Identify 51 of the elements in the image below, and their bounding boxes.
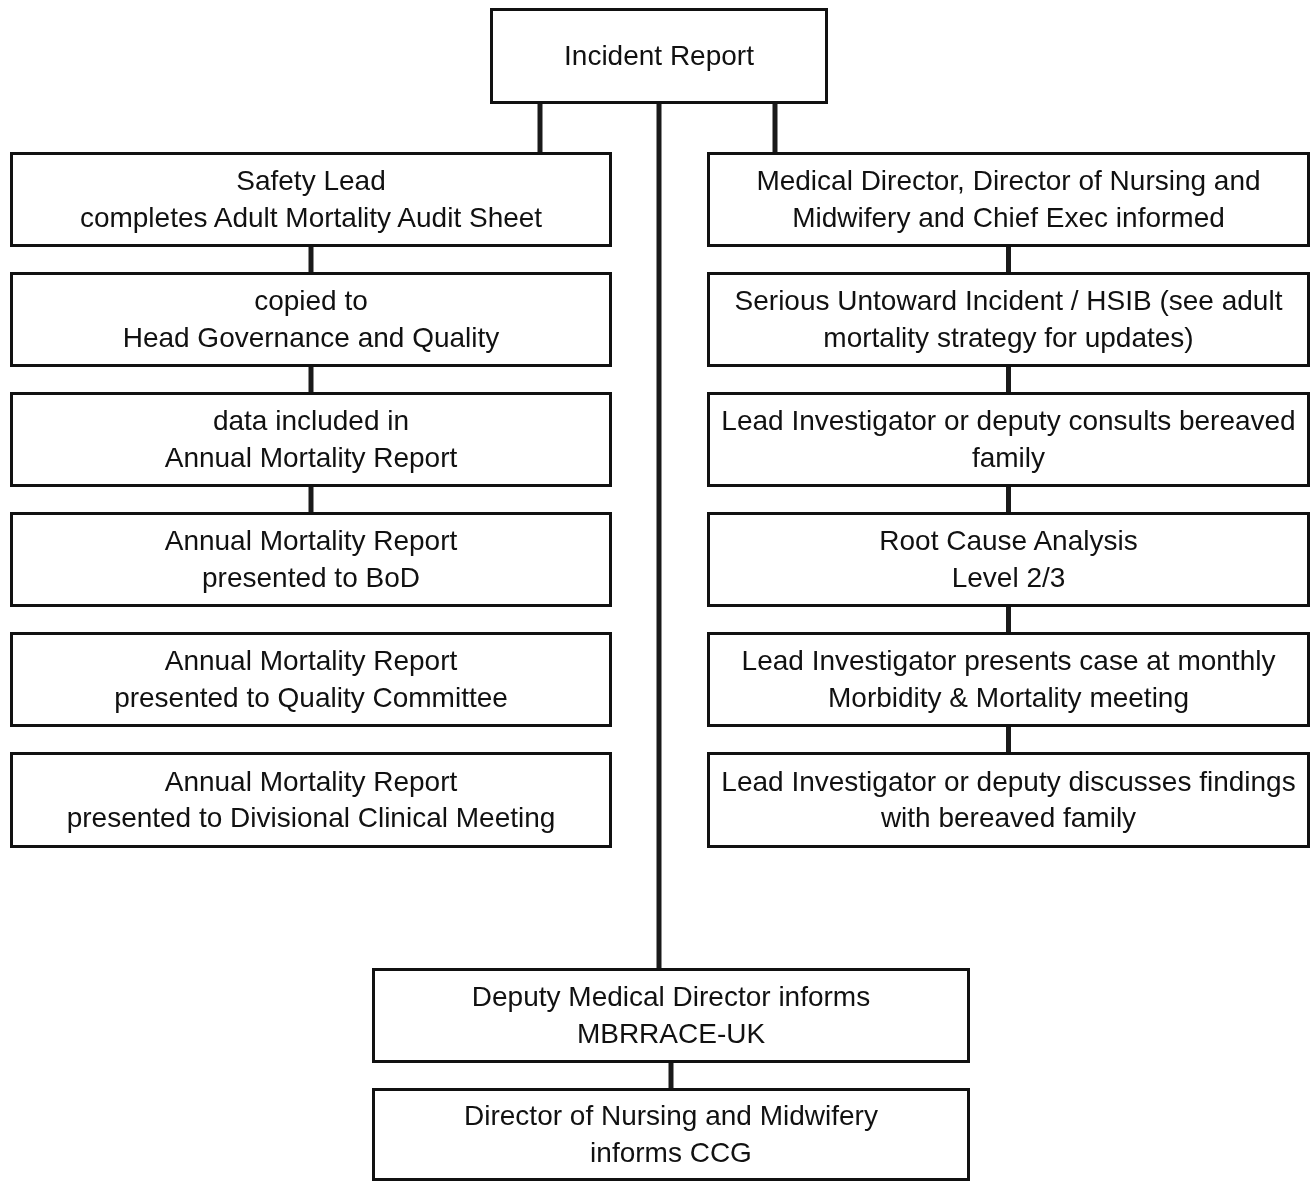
- box-text: Serious Untoward Incident / HSIB (see adult mortality strategy for updates): [733, 284, 1284, 355]
- process-box: [707, 632, 1310, 727]
- connector-line: [668, 1063, 674, 1088]
- connector-line: [1006, 487, 1011, 512]
- box-text: presented to BoD: [202, 560, 420, 595]
- box-text: informs CCG: [590, 1135, 752, 1170]
- connector-line: [656, 104, 662, 968]
- process-box: [707, 512, 1310, 607]
- connector-line: [1006, 367, 1011, 392]
- process-box: [707, 152, 1310, 247]
- connector-line: [1006, 247, 1011, 272]
- box-text: copied to: [254, 284, 368, 319]
- process-box: [707, 752, 1310, 848]
- box-text: Deputy Medical Director informs: [471, 980, 871, 1015]
- box-text: Lead Investigator presents case at monthly Morbidity & Mortality meeting: [740, 644, 1277, 715]
- box-text: Level 2/3: [951, 560, 1066, 595]
- process-box: [10, 392, 612, 487]
- process-box: [10, 512, 612, 607]
- box-text: Director of Nursing and Midwifery: [464, 1099, 878, 1134]
- process-box: [372, 968, 970, 1063]
- box-text: MBRRACE-UK: [576, 1016, 766, 1051]
- box-text: Medical Director, Director of Nursing and Midwifery and Chief Exec informed: [755, 164, 1262, 235]
- box-text: presented to Quality Committee: [114, 680, 508, 715]
- process-box: [10, 752, 612, 848]
- process-box: [10, 272, 612, 367]
- box-text: Incident Report: [564, 38, 754, 73]
- connector-line: [308, 487, 314, 512]
- connector-line: [537, 104, 543, 152]
- box-text: Annual Mortality Report: [164, 644, 458, 679]
- process-box: [707, 392, 1310, 487]
- box-text: Head Governance and Quality: [122, 320, 500, 355]
- box-text: Annual Mortality Report: [164, 764, 458, 799]
- process-box: [10, 152, 612, 247]
- connector-line: [772, 104, 778, 152]
- connector-line: [308, 247, 314, 272]
- connector-line: [1006, 607, 1011, 632]
- process-box: [490, 8, 828, 104]
- box-text: Annual Mortality Report: [164, 440, 458, 475]
- box-text: Root Cause Analysis: [879, 524, 1138, 559]
- connector-line: [1006, 727, 1011, 752]
- box-text: Lead Investigator or deputy discusses findings with bereaved family: [720, 764, 1297, 835]
- process-box: [10, 632, 612, 727]
- process-box: [707, 272, 1310, 367]
- connector-line: [308, 367, 314, 392]
- box-text: Annual Mortality Report: [164, 524, 458, 559]
- box-text: presented to Divisional Clinical Meeting: [66, 801, 556, 835]
- box-text: Lead Investigator or deputy consults bereaved family: [720, 404, 1297, 475]
- process-box: [372, 1088, 970, 1181]
- box-text: completes Adult Mortality Audit Sheet: [79, 200, 543, 235]
- box-text: Safety Lead: [236, 164, 386, 199]
- box-text: data included in: [212, 404, 410, 439]
